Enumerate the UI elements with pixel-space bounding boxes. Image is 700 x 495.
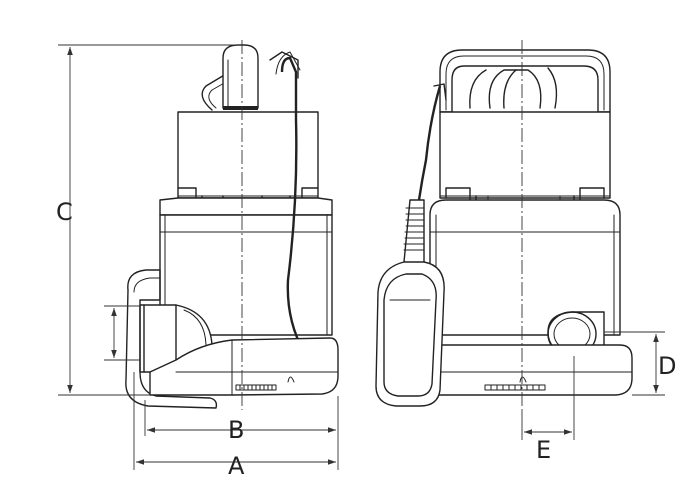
- side-handle: [201, 73, 229, 111]
- side-stem: [222, 44, 259, 109]
- dimension-label-d: D: [658, 352, 677, 380]
- dimension-label-b: B: [228, 416, 245, 444]
- front-lower-body: [429, 199, 621, 336]
- front-view: [375, 40, 633, 410]
- side-cable: [280, 56, 306, 353]
- front-base: [427, 344, 633, 396]
- front-motor-housing: [439, 111, 611, 199]
- dimension-label-e: E: [536, 436, 552, 464]
- side-view: [125, 40, 339, 410]
- dimension-label-a: A: [228, 452, 245, 480]
- side-base: [149, 337, 339, 396]
- front-handle: [439, 49, 611, 113]
- float-switch: [375, 261, 445, 407]
- side-lower-body: [159, 197, 333, 216]
- dimension-lines: [58, 44, 665, 470]
- side-outlet-hood: [125, 269, 218, 409]
- dimension-label-c: C: [56, 198, 73, 226]
